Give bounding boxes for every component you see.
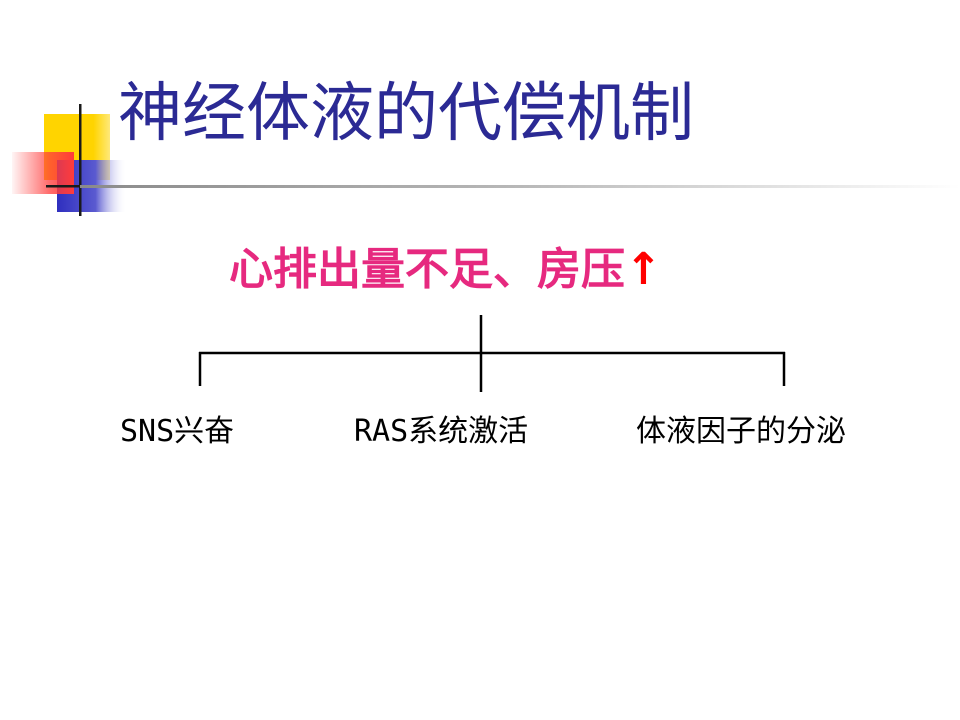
deco-vertical-line [79, 104, 82, 216]
up-arrow-icon: ↑ [625, 244, 662, 295]
branch-humoral: 体液因子的分泌 [636, 414, 846, 449]
title-underline [80, 185, 960, 188]
page-title: 神经体液的代偿机制 [118, 77, 694, 151]
branch-sns: SNS兴奋 [120, 414, 235, 449]
branch-ras: RAS系统激活 [354, 414, 529, 449]
cause-text: 心排出量不足、房压 [229, 244, 625, 295]
deco-red-bar [12, 152, 74, 194]
cause-label: 心排出量不足、房压↑ [229, 240, 662, 300]
deco-horizontal-line [46, 185, 80, 188]
branch-connector [198, 315, 786, 392]
title-decoration [12, 104, 960, 216]
